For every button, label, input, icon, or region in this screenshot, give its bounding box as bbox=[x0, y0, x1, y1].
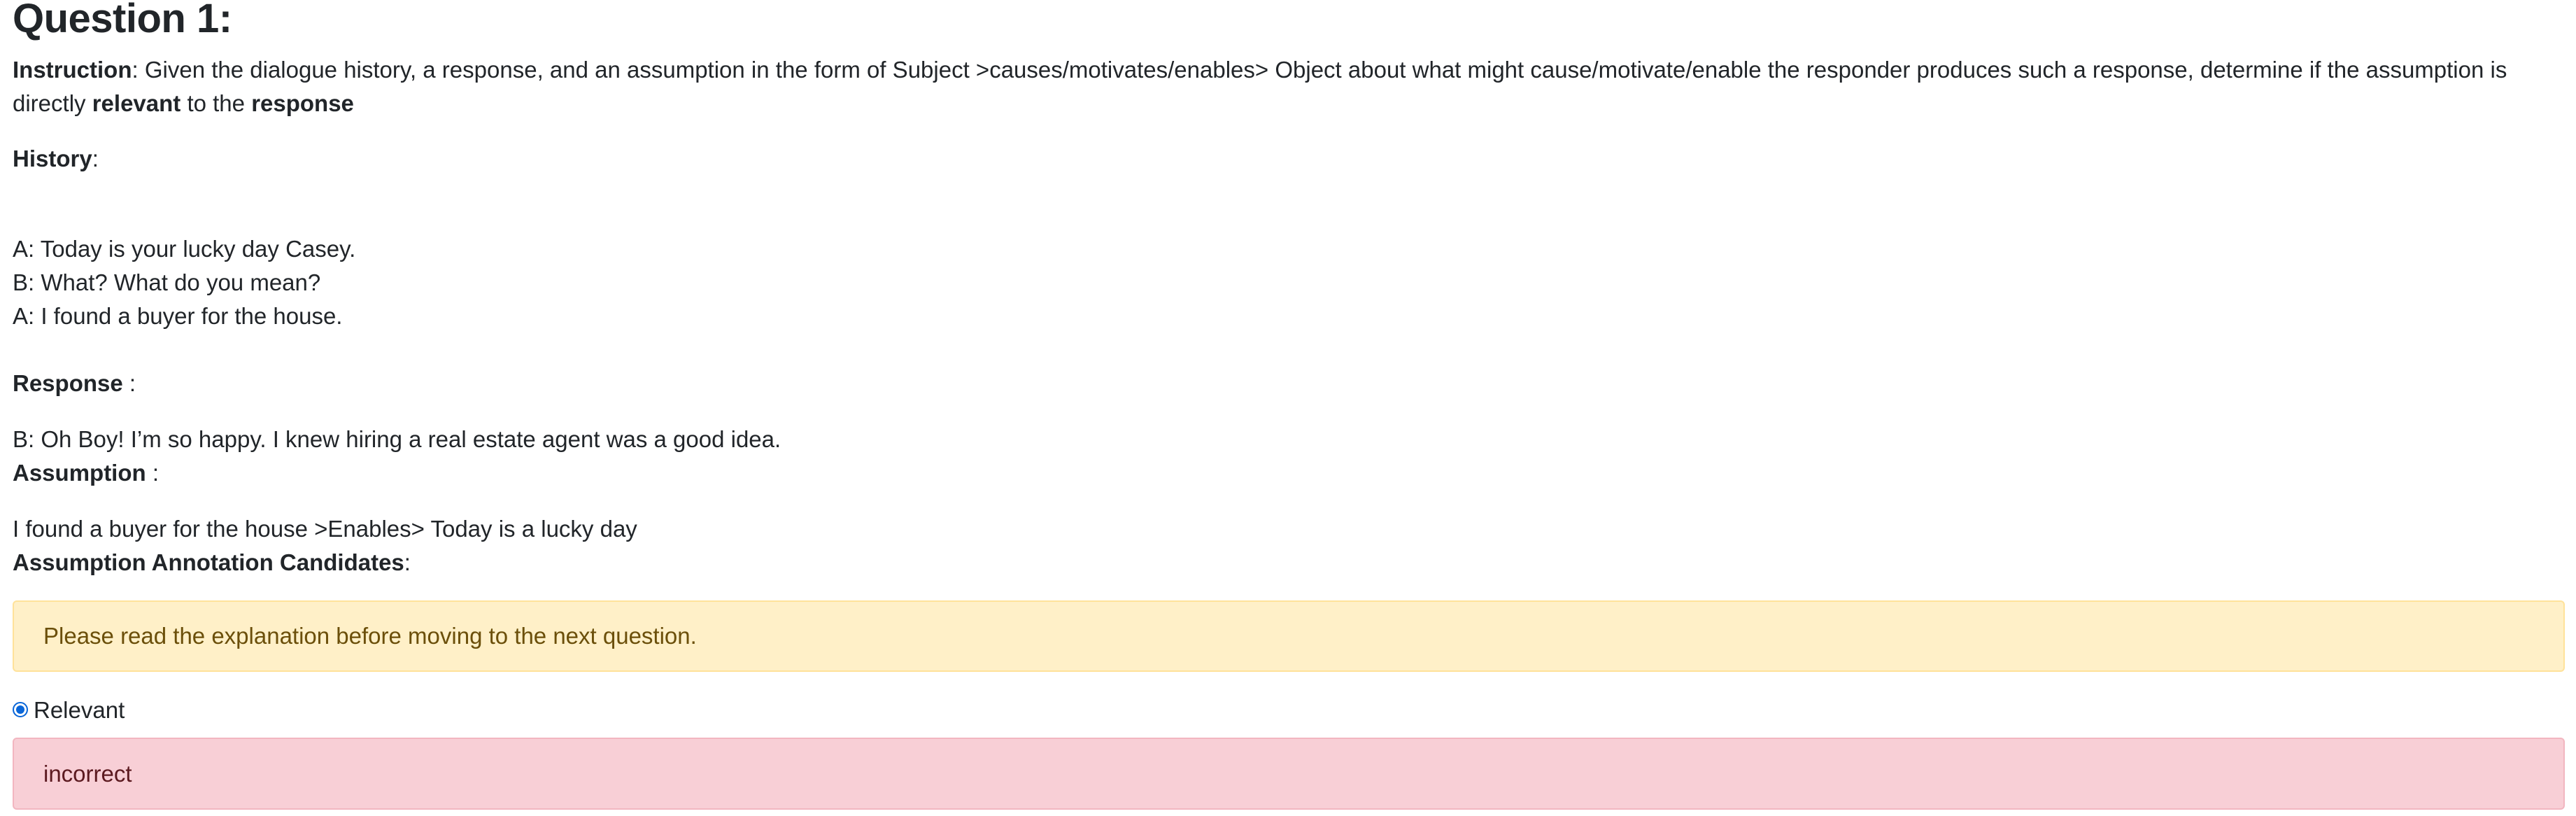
history-line: B: What? What do you mean? bbox=[13, 269, 321, 295]
instruction-bold-relevant: relevant bbox=[92, 90, 181, 116]
candidates-label: Assumption Annotation Candidates bbox=[13, 549, 404, 575]
instruction-bold-response: response bbox=[251, 90, 354, 116]
feedback-text: incorrect bbox=[43, 760, 132, 787]
history-line: A: Today is your lucky day Casey. bbox=[13, 236, 356, 262]
relevant-option[interactable]: Relevant bbox=[13, 694, 125, 727]
history-colon: : bbox=[92, 146, 99, 171]
response-heading: Response : bbox=[13, 367, 136, 400]
assumption-text: I found a buyer for the house >Enables> … bbox=[13, 516, 637, 542]
explanation-notice: Please read the explanation before movin… bbox=[13, 600, 2565, 672]
instruction-text-1: : Given the dialogue history, a response… bbox=[13, 57, 2507, 116]
assumption-label: Assumption bbox=[13, 460, 146, 486]
response-text: B: Oh Boy! I’m so happy. I knew hiring a… bbox=[13, 426, 781, 452]
instruction-label: Instruction bbox=[13, 57, 132, 83]
relevant-radio[interactable] bbox=[13, 702, 28, 717]
candidates-colon: : bbox=[404, 549, 411, 575]
instruction-text-2: to the bbox=[181, 90, 252, 116]
relevant-option-label: Relevant bbox=[34, 697, 125, 723]
history-label: History bbox=[13, 146, 92, 171]
question-title: Question 1: bbox=[13, 0, 232, 41]
candidates-heading: Assumption Annotation Candidates: bbox=[13, 546, 411, 579]
assumption-colon: : bbox=[146, 460, 160, 486]
assumption-heading: Assumption : bbox=[13, 456, 159, 490]
response-label: Response bbox=[13, 370, 123, 396]
feedback-alert: incorrect bbox=[13, 738, 2565, 810]
explanation-notice-text: Please read the explanation before movin… bbox=[43, 623, 697, 649]
instruction-paragraph: Instruction: Given the dialogue history,… bbox=[13, 53, 2566, 120]
history-line: A: I found a buyer for the house. bbox=[13, 303, 343, 329]
response-colon: : bbox=[122, 370, 136, 396]
history-heading: History: bbox=[13, 142, 99, 176]
